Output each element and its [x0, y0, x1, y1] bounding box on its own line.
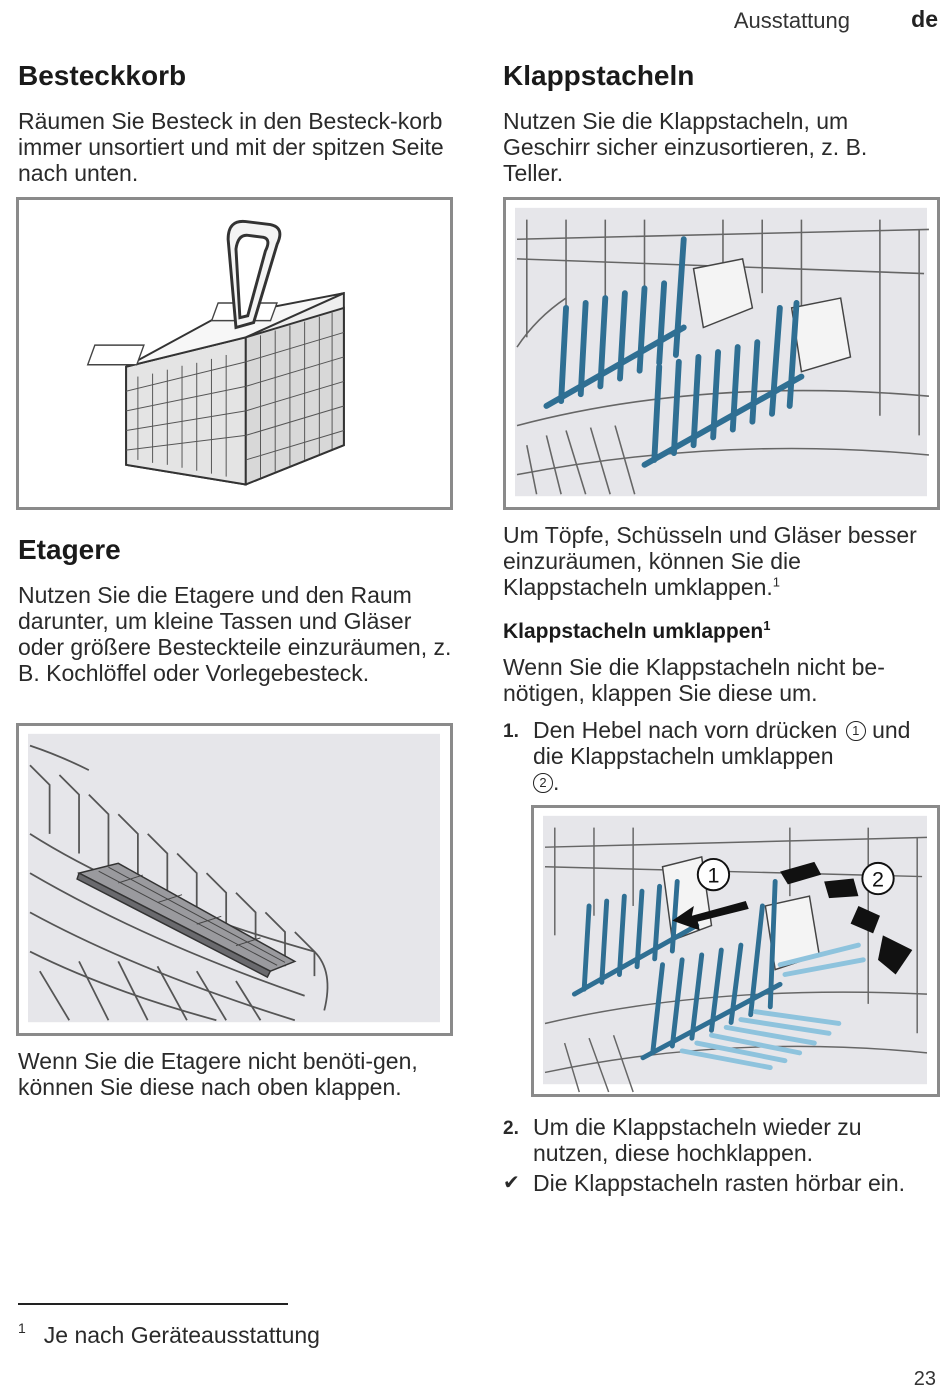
- callout-2-label: 2: [872, 867, 884, 891]
- footnote-divider: [18, 1303, 288, 1305]
- folding-spikes-action-illustration: 1 2: [543, 815, 928, 1093]
- klappstacheln-title: Klappstacheln: [503, 60, 695, 91]
- folding-spikes-figure: [503, 197, 940, 510]
- header-language-code: de: [911, 6, 938, 32]
- footnote-mark: 1: [18, 1320, 26, 1336]
- step-1: 1. Den Hebel nach vorn drücken 1 und die…: [503, 717, 933, 795]
- step-number: 1.: [503, 721, 519, 742]
- cutlery-basket-illustration: [86, 219, 345, 486]
- step-text: Den Hebel nach vorn drücken 1 und die Kl…: [533, 717, 933, 795]
- besteckkorb-text: Räumen Sie Besteck in den Besteck-korb i…: [18, 108, 444, 186]
- step-number: 2.: [503, 1118, 519, 1139]
- klappstacheln-subtitle-text: Klappstacheln umklappen: [503, 620, 764, 643]
- cutlery-basket-figure: [16, 197, 453, 510]
- check-icon: ✔: [503, 1172, 520, 1194]
- page-number: 23: [913, 1368, 936, 1390]
- etagere-text2: Wenn Sie die Etagere nicht benöti-gen, k…: [18, 1048, 418, 1100]
- step-text: Um die Klappstacheln wieder zu nutzen, d…: [533, 1114, 862, 1166]
- footnote-text: Je nach Geräteausstattung: [43, 1322, 320, 1348]
- result-text: Die Klappstacheln rasten hörbar ein.: [533, 1170, 906, 1196]
- klappstacheln-text: Nutzen Sie die Klappstacheln, um Geschir…: [503, 108, 868, 186]
- step-1-text-a: Den Hebel nach vorn drücken: [533, 717, 838, 743]
- circled-number-2: 2: [533, 773, 553, 793]
- step-result: ✔ Die Klappstacheln rasten hörbar ein.: [503, 1170, 933, 1196]
- folding-spikes-action-figure: 1 2: [531, 805, 940, 1097]
- footnote-ref: 1: [763, 618, 771, 633]
- klappstacheln-subtitle: Klappstacheln umklappen1: [503, 618, 771, 644]
- etagere-figure: [16, 723, 453, 1036]
- etagere-illustration: [28, 733, 440, 1023]
- callout-1-label: 1: [707, 863, 719, 887]
- klappstacheln-subtext: Wenn Sie die Klappstacheln nicht be-nöti…: [503, 654, 885, 706]
- step-1-text-b: und die Klappstacheln umklappen: [533, 717, 911, 769]
- footnote: 1 Je nach Geräteausstattung: [18, 1320, 320, 1349]
- klappstacheln-text2: Um Töpfe, Schüsseln und Gläser besser ei…: [503, 522, 943, 600]
- step-2: 2. Um die Klappstacheln wieder zu nutzen…: [503, 1114, 933, 1166]
- footnote-ref: 1: [772, 574, 781, 590]
- folding-spikes-illustration: [515, 207, 930, 497]
- besteckkorb-title: Besteckkorb: [18, 60, 187, 91]
- circled-number-1: 1: [845, 721, 866, 741]
- header-section-title: Ausstattung: [733, 8, 850, 33]
- etagere-text: Nutzen Sie die Etagere und den Raum daru…: [18, 582, 452, 686]
- step-1-text-end: .: [553, 769, 560, 795]
- klappstacheln-text2-body: Um Töpfe, Schüsseln und Gläser besser ei…: [503, 522, 917, 600]
- etagere-title: Etagere: [18, 534, 121, 565]
